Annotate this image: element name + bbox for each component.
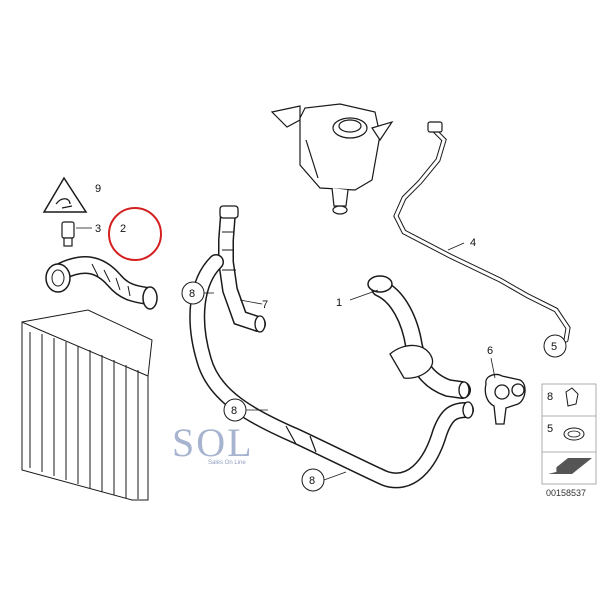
sol-watermark-logo: SOL Sales On Line — [172, 420, 254, 466]
callout-6: 6 — [487, 345, 493, 357]
legend-panel: 8 5 — [541, 383, 597, 485]
callout-8-b: 8 — [231, 405, 237, 417]
circled-callouts: 8 8 8 5 — [181, 281, 567, 492]
legend-label-5: 5 — [547, 423, 553, 435]
clip-icon — [565, 387, 579, 407]
hose-clamp-icon — [563, 427, 585, 441]
hose-8 — [189, 254, 474, 489]
callout-7: 7 — [262, 299, 268, 311]
callout-4: 4 — [470, 237, 476, 249]
highlight-circle — [108, 207, 162, 261]
callout-1: 1 — [336, 297, 342, 309]
vent-line — [393, 121, 571, 343]
callout-9: 9 — [95, 183, 101, 195]
radiator — [21, 309, 153, 501]
hose-1 — [367, 275, 471, 399]
warning-label-icon — [42, 176, 88, 213]
watermark-tagline: Sales On Line — [208, 460, 246, 466]
part-number: 00158537 — [546, 488, 586, 498]
callout-5: 5 — [551, 341, 557, 353]
hose-2 — [45, 256, 158, 310]
callout-8-a: 8 — [189, 288, 195, 300]
callout-3: 3 — [95, 223, 101, 235]
hose-7 — [218, 205, 266, 333]
callouts: 1 2 3 4 6 7 9 — [95, 183, 493, 357]
temperature-sensor — [61, 221, 75, 247]
expansion-tank — [270, 103, 394, 215]
watermark-logo-text: SOL — [172, 420, 254, 465]
hose-clip — [484, 373, 526, 425]
callout-2: 2 — [120, 223, 126, 235]
arrow-icon — [548, 458, 592, 474]
callout-8-c: 8 — [309, 475, 315, 487]
legend-label-8: 8 — [547, 391, 553, 403]
